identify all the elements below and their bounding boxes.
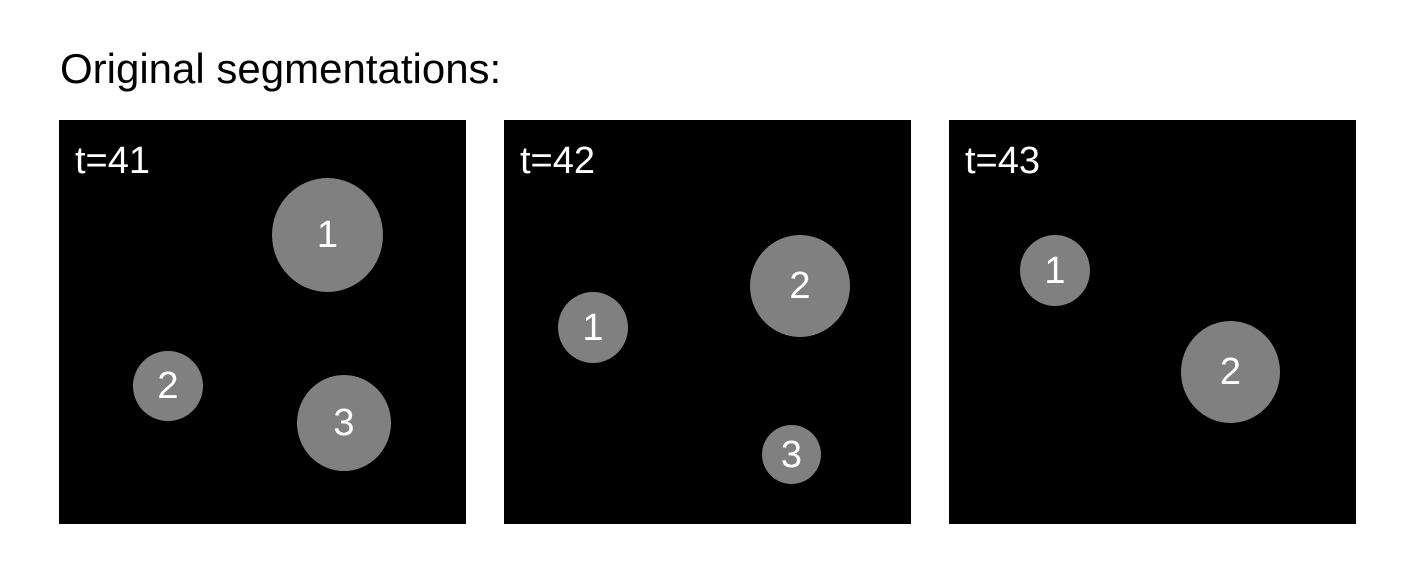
cell-3: 3 (762, 425, 821, 484)
cell-1: 1 (272, 178, 383, 292)
cell-1: 1 (1020, 235, 1090, 306)
frame-time-label: t=42 (520, 140, 596, 182)
cell-1: 1 (558, 292, 628, 363)
segmentation-frame-t41: t=41 1 2 3 (59, 120, 466, 524)
segmentation-frame-t42: t=42 1 2 3 (504, 120, 911, 524)
cell-2: 2 (1181, 321, 1280, 423)
cell-2: 2 (133, 351, 203, 421)
cell-2: 2 (750, 235, 850, 337)
segmentation-frame-t43: t=43 1 2 (949, 120, 1356, 524)
frame-time-label: t=43 (965, 140, 1041, 182)
cell-3: 3 (297, 375, 391, 471)
frame-time-label: t=41 (75, 140, 151, 182)
figure-title: Original segmentations: (60, 45, 502, 92)
